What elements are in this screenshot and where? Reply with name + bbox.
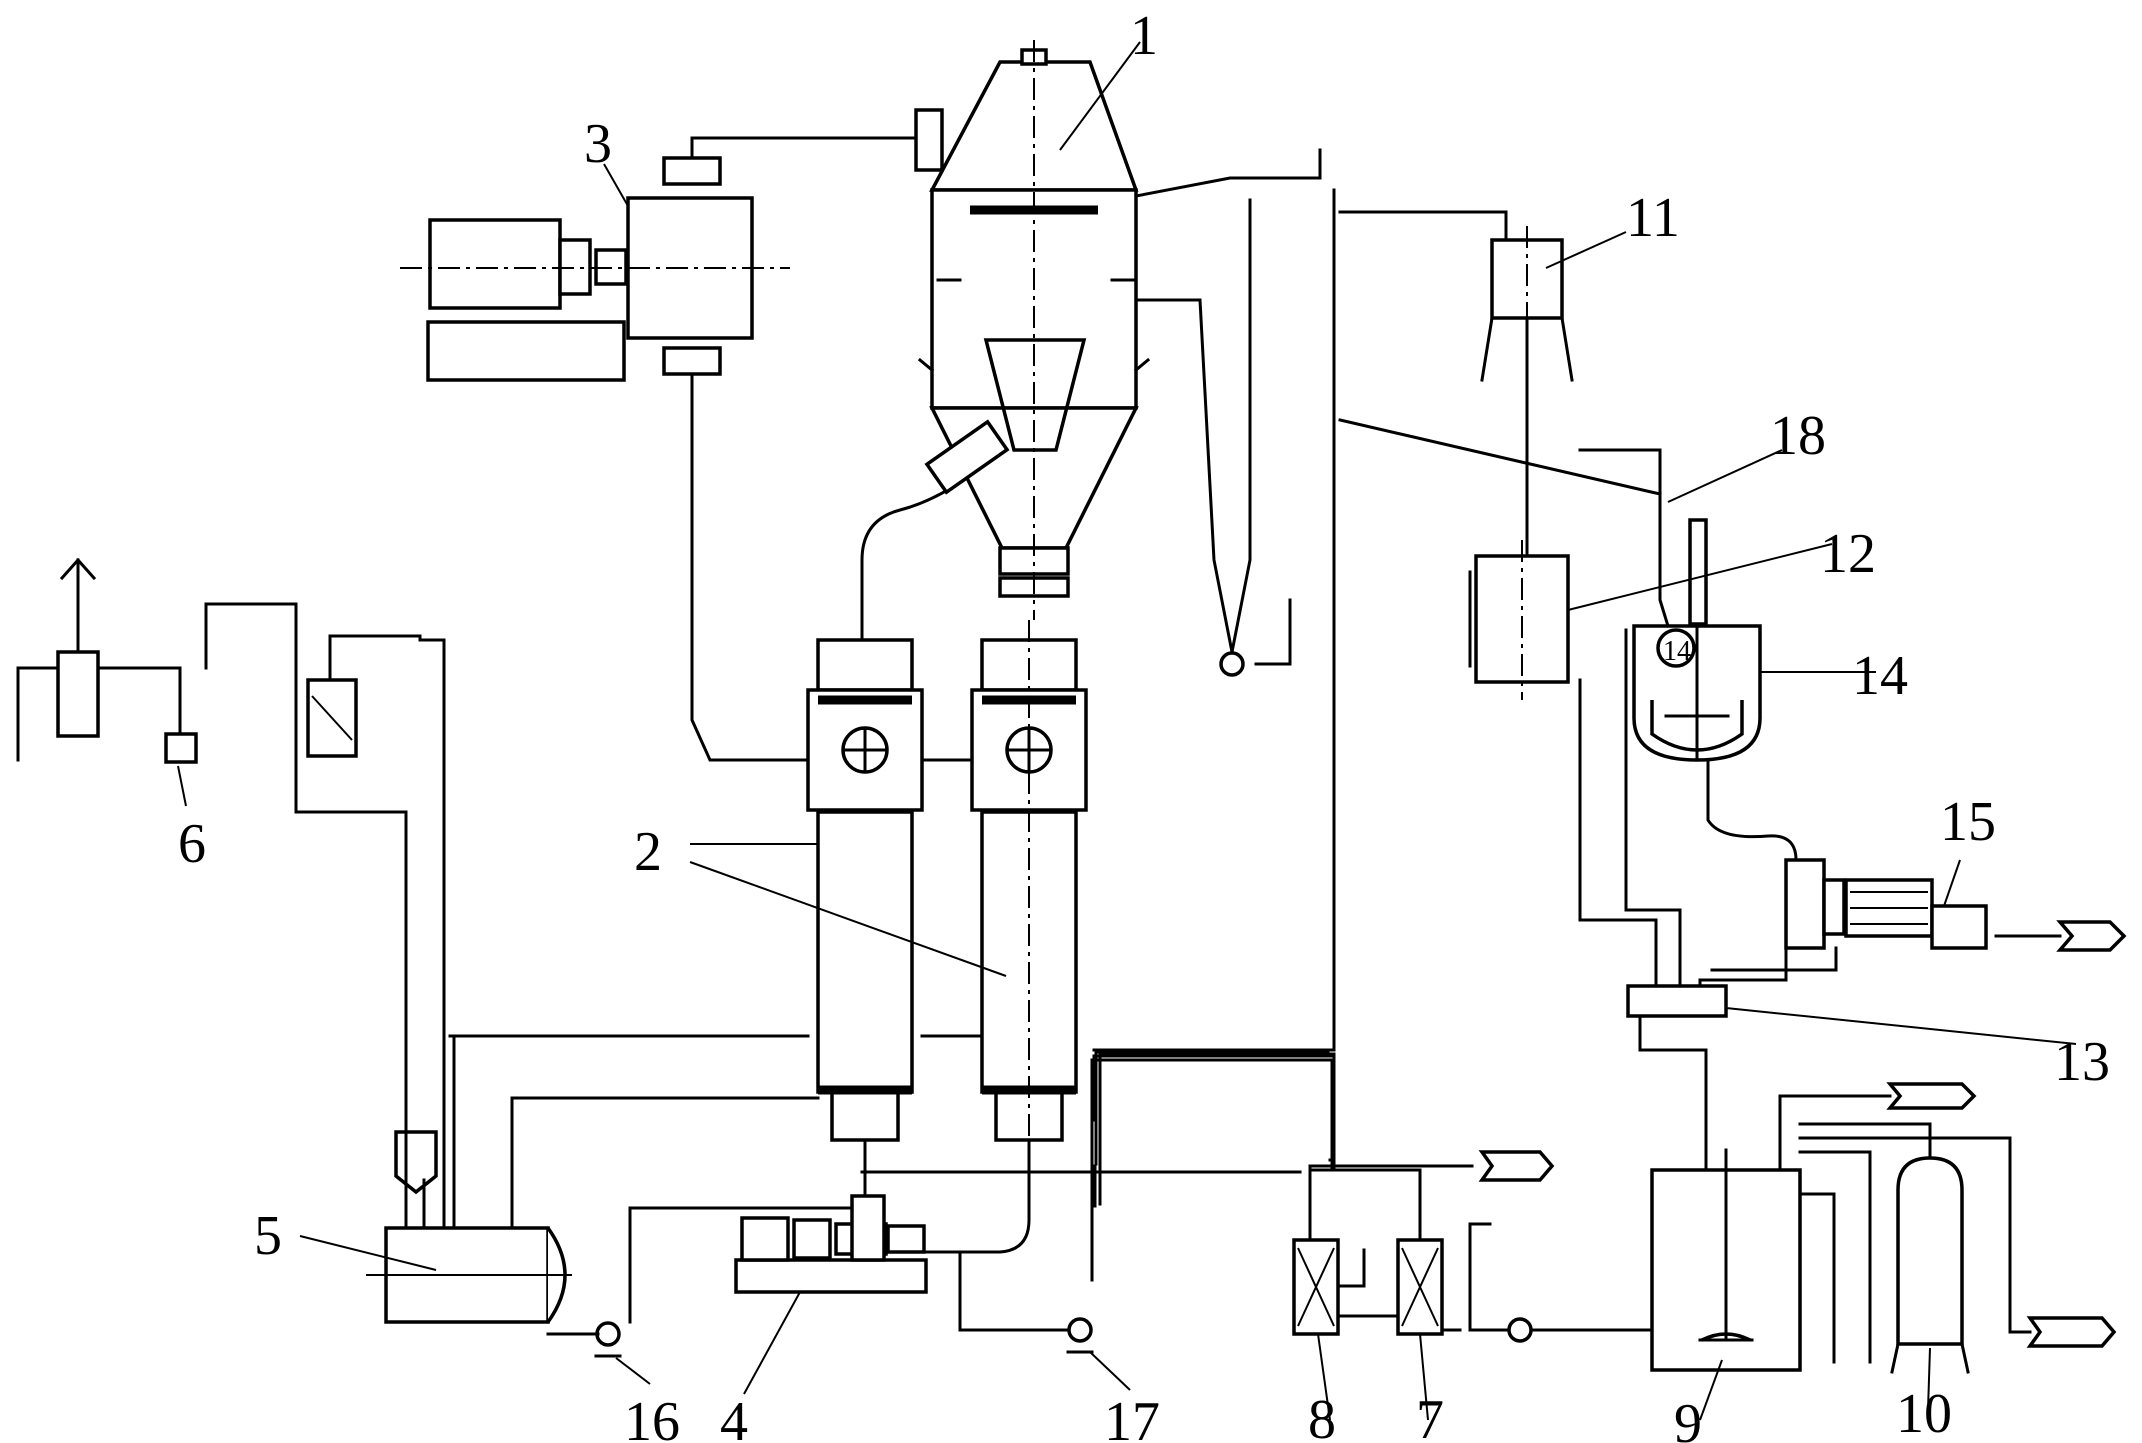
instrument-box (306, 678, 358, 758)
label-5: 5 (254, 1205, 282, 1267)
label-9: 9 (1674, 1393, 1702, 1443)
label-12: 12 (1820, 523, 1876, 585)
jacketed-reactor-14: 14 (1632, 518, 1762, 762)
vessel-14-inline-tag: 14 (1663, 636, 1691, 667)
filter-7 (1396, 1238, 1444, 1336)
label-17: 17 (1104, 1391, 1160, 1443)
label-15: 15 (1940, 791, 1996, 853)
label-4: 4 (720, 1391, 748, 1443)
label-3: 3 (584, 113, 612, 175)
label-8: 8 (1308, 1389, 1336, 1443)
separator-vessel-1 (914, 40, 1151, 620)
tank-12 (1468, 540, 1570, 700)
pump-17 (1066, 1317, 1094, 1354)
label-6: 6 (178, 813, 206, 875)
label-2: 2 (634, 821, 662, 883)
pump-upper (1219, 651, 1245, 677)
label-14: 14 (1852, 645, 1908, 707)
filter-8 (1292, 1238, 1340, 1336)
circulation-pump-4 (734, 1194, 928, 1294)
compressor-unit-3 (400, 156, 790, 382)
label-16: 16 (624, 1391, 680, 1443)
vertical-vessel-10 (1890, 1144, 1970, 1374)
heat-exchanger-pair-2 (806, 620, 1088, 1160)
label-11: 11 (1626, 187, 1680, 249)
press-unit-15 (1784, 858, 1988, 950)
label-1: 1 (1130, 5, 1158, 67)
vessel-11 (1480, 226, 1574, 400)
leader-lines (177, 41, 2077, 1421)
piping (204, 136, 2127, 1364)
label-18: 18 (1770, 405, 1826, 467)
collector-13 (1626, 984, 1728, 1018)
label-7: 7 (1416, 1389, 1444, 1443)
label-13: 13 (2054, 1031, 2110, 1093)
vessel-6 (16, 557, 198, 764)
pump-16 (594, 1321, 622, 1358)
callout-labels: 1 2 3 4 5 6 7 8 9 10 11 12 13 14 15 16 1… (178, 5, 2110, 1443)
horizontal-tank-5 (366, 1226, 572, 1324)
pump-filter-feed (1507, 1317, 1533, 1343)
stirred-tank-9 (1650, 1148, 1802, 1372)
label-10: 10 (1896, 1383, 1952, 1443)
